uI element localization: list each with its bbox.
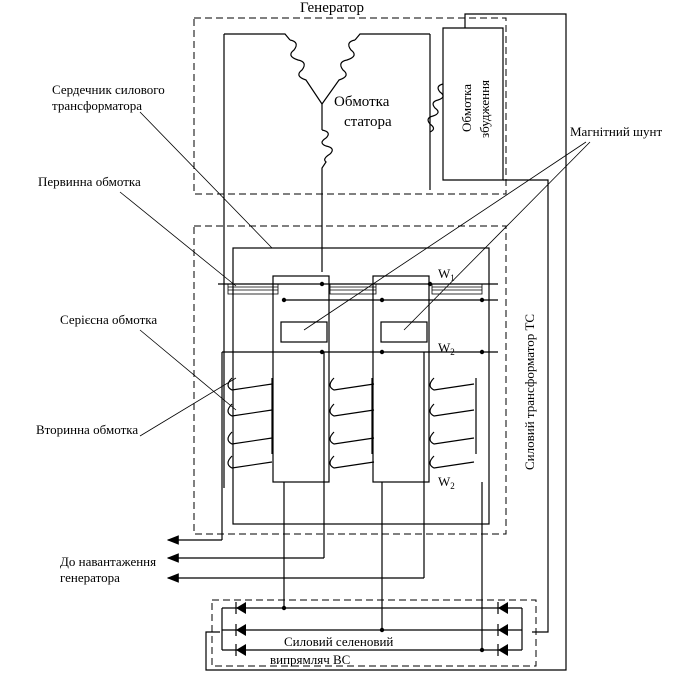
shunt-label: Магнітний шунт (570, 124, 662, 139)
stator-label-line1: Обмотка (334, 94, 390, 110)
secondary-leader (139, 377, 237, 437)
core-label-line2: трансформатора (52, 98, 142, 113)
excitation-feed-plus (503, 179, 549, 633)
primary-label: Первинна обмотка (38, 174, 141, 189)
secondary-windings-right (423, 352, 477, 578)
generator-title: Генератор (300, 0, 364, 16)
stator-label-line2: статора (344, 114, 392, 130)
stator-winding (223, 33, 431, 488)
primary-windings (218, 281, 498, 303)
excitation-label-line1: Обмотка (459, 84, 474, 132)
rectifier-label-line1: Силовий селеновий (284, 634, 393, 649)
shunt-leader-left (303, 141, 587, 331)
primary-leader (119, 191, 237, 287)
transformer-core (232, 247, 490, 525)
transformer-boundary (193, 225, 507, 535)
series-label: Серієсна обмотка (60, 312, 157, 327)
core-label-line1: Сердечник силового (52, 82, 165, 97)
load-label-line1: До навантаження (60, 554, 156, 569)
rectifier-diodes (221, 602, 523, 656)
excitation-feed-minus (205, 13, 567, 671)
w1-label: W1 (438, 266, 455, 283)
w2-label-bottom: W2 (438, 474, 455, 491)
magnetic-shunt-right (380, 321, 428, 343)
w2-label-top: W2 (438, 340, 455, 357)
core-leader (139, 111, 273, 249)
rectifier-label-line2: випрямляч ВС (270, 652, 350, 667)
load-label-line2: генератора (60, 570, 120, 585)
excitation-label-line2: збудження (477, 80, 492, 138)
magnetic-shunt-left (280, 321, 328, 343)
transformer-label: Силовий трансформатор ТС (522, 314, 537, 470)
secondary-label: Вторинна обмотка (36, 422, 138, 437)
series-leader (139, 329, 237, 411)
secondary-windings-left (221, 352, 273, 540)
shunt-leader-right (403, 141, 591, 331)
generator-boundary (193, 17, 507, 195)
secondary-windings-mid (323, 352, 375, 558)
rectifier-boundary (211, 599, 537, 667)
